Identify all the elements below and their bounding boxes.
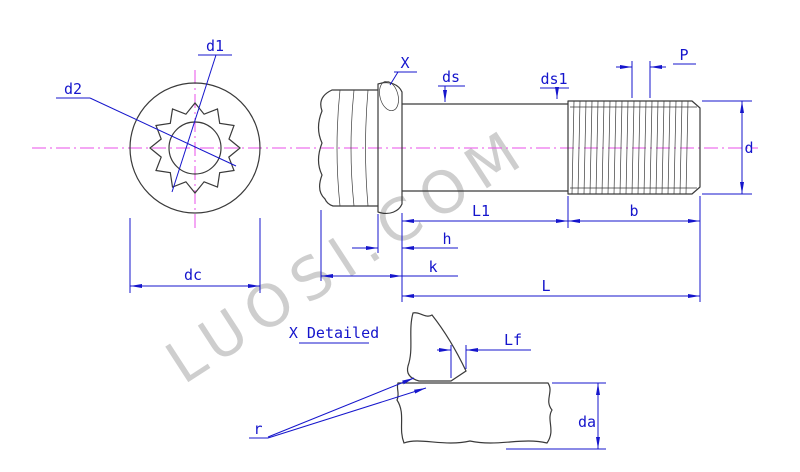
shank-lines xyxy=(401,103,569,192)
flange-profile xyxy=(377,81,403,215)
dim-label-r: r xyxy=(253,420,262,438)
dim-label-da: da xyxy=(578,413,596,431)
thread-outline xyxy=(567,100,701,195)
d2-diameter-leader xyxy=(89,97,237,167)
dim-label-l1: L1 xyxy=(472,202,490,220)
thread-crest-lines xyxy=(571,100,689,195)
dim-label-ds: ds xyxy=(442,68,460,86)
d1-diameter-leader xyxy=(171,54,217,193)
watermark-text: LUOSI.COM xyxy=(154,113,540,397)
detail-x-ellipse xyxy=(379,80,399,112)
dim-label-lf: Lf xyxy=(504,331,522,349)
dim-label-h: h xyxy=(442,230,451,248)
dim-label-b: b xyxy=(629,202,638,220)
twelve-point-profile xyxy=(149,102,241,194)
detail-title: X Detailed xyxy=(289,324,379,342)
r-leader-2 xyxy=(267,387,427,439)
dim-label-x-callout: X xyxy=(400,54,409,72)
dim-label-d: d xyxy=(744,139,753,157)
detail-flange-body xyxy=(396,382,553,444)
flange-outer-circle xyxy=(129,82,261,214)
dim-label-dc: dc xyxy=(184,266,202,284)
centerlines xyxy=(32,70,758,230)
dim-label-d1: d1 xyxy=(206,37,224,55)
dim-label-k: k xyxy=(428,258,437,276)
detail-view: X Detailed Lf r da xyxy=(249,312,606,450)
dim-label-l: L xyxy=(541,277,550,295)
p-extension-lines xyxy=(631,61,651,98)
detail-head-wall xyxy=(406,312,467,382)
side-view: X ds ds1 P d L1 b h k xyxy=(317,46,754,302)
dc-extension-lines xyxy=(129,218,261,293)
bolt-head-lobe-lines xyxy=(336,89,369,207)
dim-label-p: P xyxy=(679,46,688,64)
end-view: d1 d2 dc xyxy=(56,37,261,293)
r-leader-1 xyxy=(267,377,415,438)
dim-label-d2: d2 xyxy=(64,80,82,98)
dim-label-ds1: ds1 xyxy=(540,70,567,88)
x-callout-leader xyxy=(389,71,399,86)
